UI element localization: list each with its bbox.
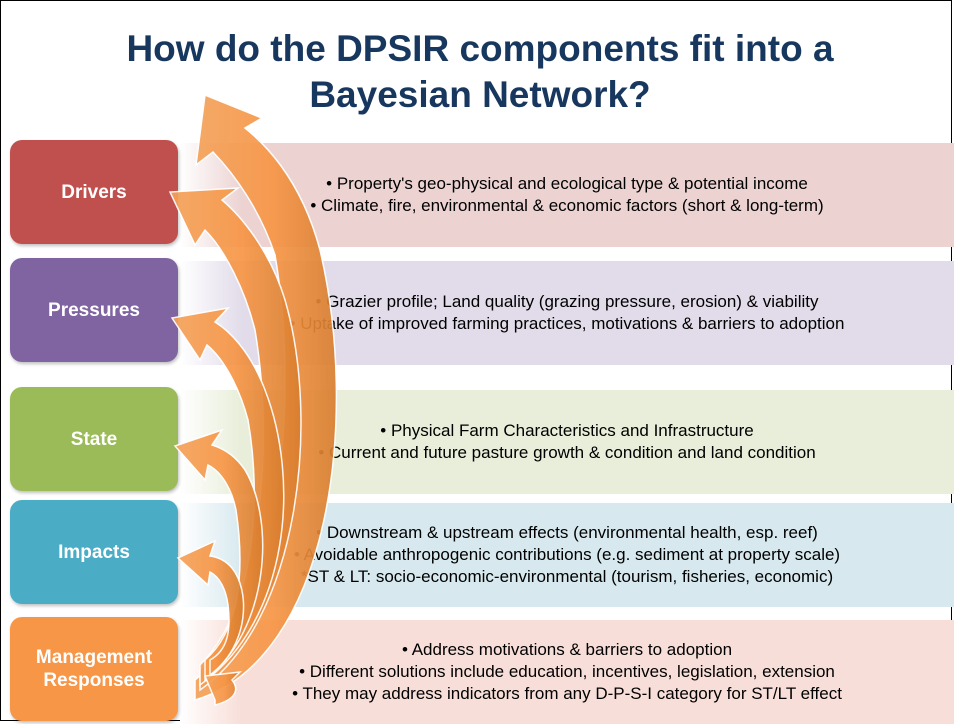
management-line-1: • Address motivations & barriers to adop… — [401, 640, 733, 659]
panel-state: • Physical Farm Characteristics and Infr… — [180, 390, 954, 494]
panel-pressures: • Grazier profile; Land quality (grazing… — [180, 261, 954, 365]
slide-title: How do the DPSIR components fit into a B… — [30, 26, 930, 118]
row-pressures: • Grazier profile; Land quality (grazing… — [0, 258, 954, 365]
panel-management-responses: • Address motivations & barriers to adop… — [180, 620, 954, 724]
management-line-2: • Different solutions include education,… — [299, 662, 835, 681]
pressures-line-1: • Grazier profile; Land quality (grazing… — [315, 292, 819, 311]
drivers-line-2: • Climate, fire, environmental & economi… — [310, 196, 824, 215]
panel-drivers: • Property's geo-physical and ecological… — [180, 143, 954, 247]
title-line-2: Bayesian Network? — [309, 74, 651, 115]
panel-impacts: • Downstream & upstream effects (environ… — [180, 503, 954, 607]
impacts-line-1: • Downstream & upstream effects (environ… — [316, 523, 818, 542]
impacts-line-2: • Avoidable anthropogenic contributions … — [293, 545, 841, 564]
state-line-1: • Physical Farm Characteristics and Infr… — [380, 421, 754, 440]
title-line-1: How do the DPSIR components fit into a — [126, 28, 834, 69]
label-state: State — [10, 387, 178, 491]
label-drivers: Drivers — [10, 140, 178, 244]
label-management-responses: Management Responses — [10, 617, 178, 721]
drivers-line-1: • Property's geo-physical and ecological… — [326, 174, 808, 193]
row-impacts: • Downstream & upstream effects (environ… — [0, 500, 954, 607]
impacts-line-3: *ST & LT: socio-economic-environmental (… — [300, 567, 834, 586]
state-line-2: • Current and future pasture growth & co… — [318, 443, 816, 462]
label-impacts: Impacts — [10, 500, 178, 604]
row-drivers: • Property's geo-physical and ecological… — [0, 140, 954, 247]
row-state: • Physical Farm Characteristics and Infr… — [0, 387, 954, 494]
row-management-responses: • Address motivations & barriers to adop… — [0, 617, 954, 724]
label-pressures: Pressures — [10, 258, 178, 362]
pressures-line-2: • Uptake of improved farming practices, … — [289, 314, 845, 333]
management-line-3: • They may address indicators from any D… — [292, 684, 842, 703]
